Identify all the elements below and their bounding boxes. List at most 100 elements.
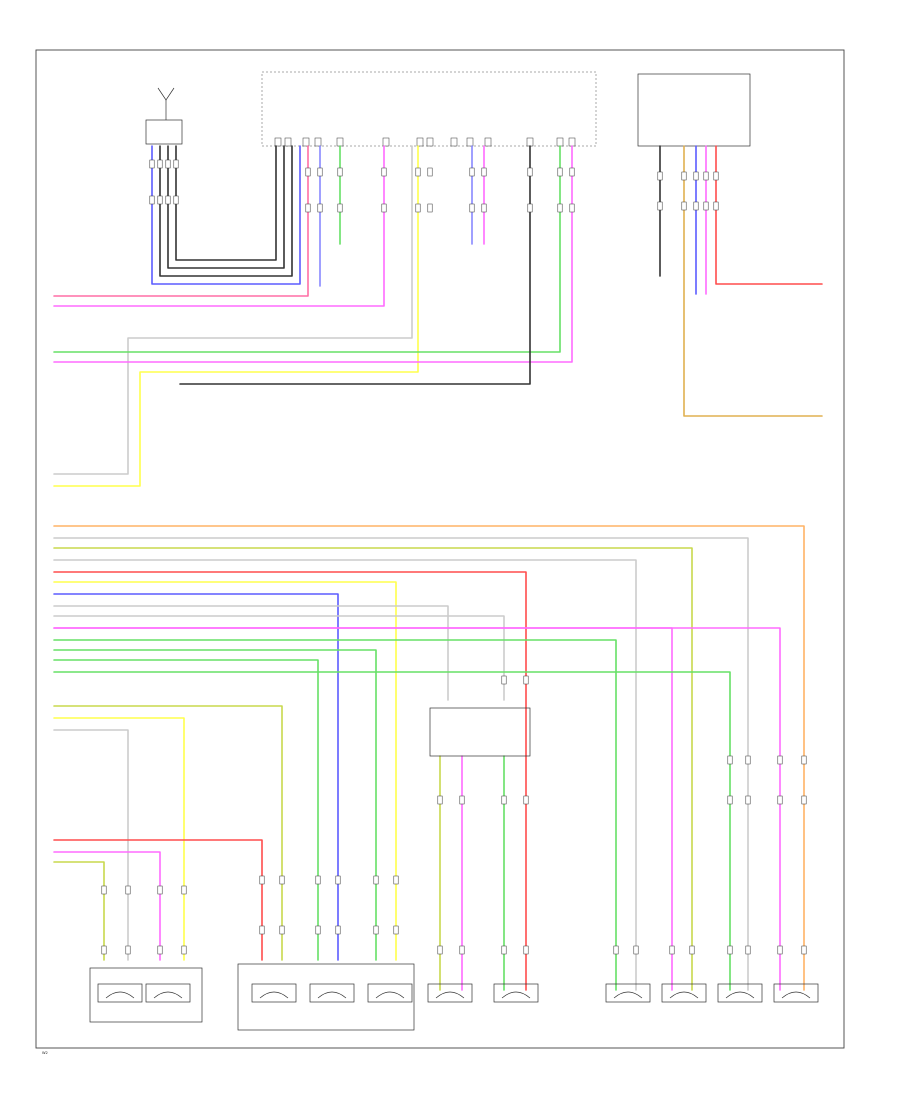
speaker-icon (773, 983, 819, 1003)
subwoofer-group (89, 967, 203, 1023)
wire-connector (501, 675, 507, 685)
wire-connector (801, 795, 807, 805)
wire-connector (393, 925, 399, 935)
wire-yellow-ip-r (53, 581, 397, 961)
speaker-icon (145, 983, 191, 1003)
wire-connector (713, 201, 719, 211)
wire-connector (381, 167, 387, 177)
wire-connector (693, 201, 699, 211)
wire-connector (703, 201, 709, 211)
audio-unit-pin (314, 137, 322, 147)
wire-connector (501, 795, 507, 805)
speaker-cone-icon (375, 991, 405, 999)
wire-connector (657, 171, 663, 181)
wire-gray-left (53, 145, 413, 475)
wire-red-front-r (53, 571, 527, 991)
wire-connector (745, 945, 751, 955)
wire-magenta-sub (53, 851, 161, 961)
wire-connector (125, 945, 131, 955)
wire-green-ip-c (53, 659, 319, 961)
wire-connector (481, 167, 487, 177)
amp-module-block (637, 73, 751, 147)
wire-connector (315, 925, 321, 935)
wire-connector (437, 795, 443, 805)
wire-connector (745, 795, 751, 805)
wire-connector (337, 167, 343, 177)
audio-unit-pin (526, 137, 534, 147)
wire-connector (173, 195, 179, 205)
wire-red-ip-l (53, 839, 263, 961)
wire-connector (335, 925, 341, 935)
audio-unit-pin (568, 137, 576, 147)
wire-connector (469, 203, 475, 213)
wire-gray-door-l (53, 537, 749, 991)
wire-connector (157, 195, 163, 205)
wire-connector (305, 167, 311, 177)
wire-connector (569, 167, 575, 177)
wire-connector (527, 203, 533, 213)
wire-connector (149, 195, 155, 205)
speaker-cone-icon (153, 991, 183, 999)
wire-gray-rear (53, 559, 637, 991)
wire-connector (657, 201, 663, 211)
wire-magenta-rear-r (53, 627, 673, 991)
wire-connector (165, 159, 171, 169)
audio-unit-pin (466, 137, 474, 147)
wire-connector (569, 203, 575, 213)
wire-blue-ip-c (53, 593, 339, 961)
wire-connector (693, 171, 699, 181)
wire-connector (557, 167, 563, 177)
wire-gray-sub (53, 729, 129, 961)
antenna-coax-black-1 (159, 145, 293, 277)
wire-connector (727, 795, 733, 805)
wires (53, 145, 823, 991)
wire-connector (157, 945, 163, 955)
wire-connector (469, 167, 475, 177)
speakers (97, 983, 819, 1003)
wire-connector (415, 167, 421, 177)
wire-green-ip-r (53, 649, 377, 961)
wire-connector (777, 795, 783, 805)
wire-connector (415, 203, 421, 213)
wire-connector (681, 171, 687, 181)
audio-unit-pin (382, 137, 390, 147)
wire-connector (157, 159, 163, 169)
speaker-icon (97, 983, 143, 1003)
audio-unit-pin (450, 137, 458, 147)
wire-orange-door-r (53, 525, 805, 991)
wire-connector (279, 875, 285, 885)
wire-connector (777, 755, 783, 765)
speaker-cone-icon (501, 991, 531, 999)
wire-connector (259, 875, 265, 885)
speaker-icon (717, 983, 763, 1003)
speaker-cone-icon (725, 991, 755, 999)
wire-connector (437, 945, 443, 955)
wire-connector (279, 925, 285, 935)
wire-connector (101, 885, 107, 895)
wire-connector (305, 203, 311, 213)
wire-connector (373, 925, 379, 935)
antenna-coax-black-3 (175, 145, 277, 261)
wire-connector (125, 885, 131, 895)
wire-connector (173, 159, 179, 169)
wire-connector (337, 203, 343, 213)
audio-unit-pin (302, 137, 310, 147)
wire-connector (317, 167, 323, 177)
wire-connector (101, 945, 107, 955)
wire-yellow-left (53, 145, 419, 487)
wire-connector (523, 675, 529, 685)
splice-box (429, 707, 531, 757)
wire-connector (523, 945, 529, 955)
wire-connector (669, 945, 675, 955)
audio-unit-pin (336, 137, 344, 147)
wire-connector (777, 945, 783, 955)
wire-connector (459, 945, 465, 955)
wire-connector (317, 203, 323, 213)
wire-connector (427, 167, 433, 177)
speaker-cone-icon (435, 991, 465, 999)
wire-yellow-sub (53, 717, 185, 961)
wire-connector (523, 795, 529, 805)
wire-red-right (715, 145, 823, 285)
wire-magenta-upper (53, 145, 385, 307)
